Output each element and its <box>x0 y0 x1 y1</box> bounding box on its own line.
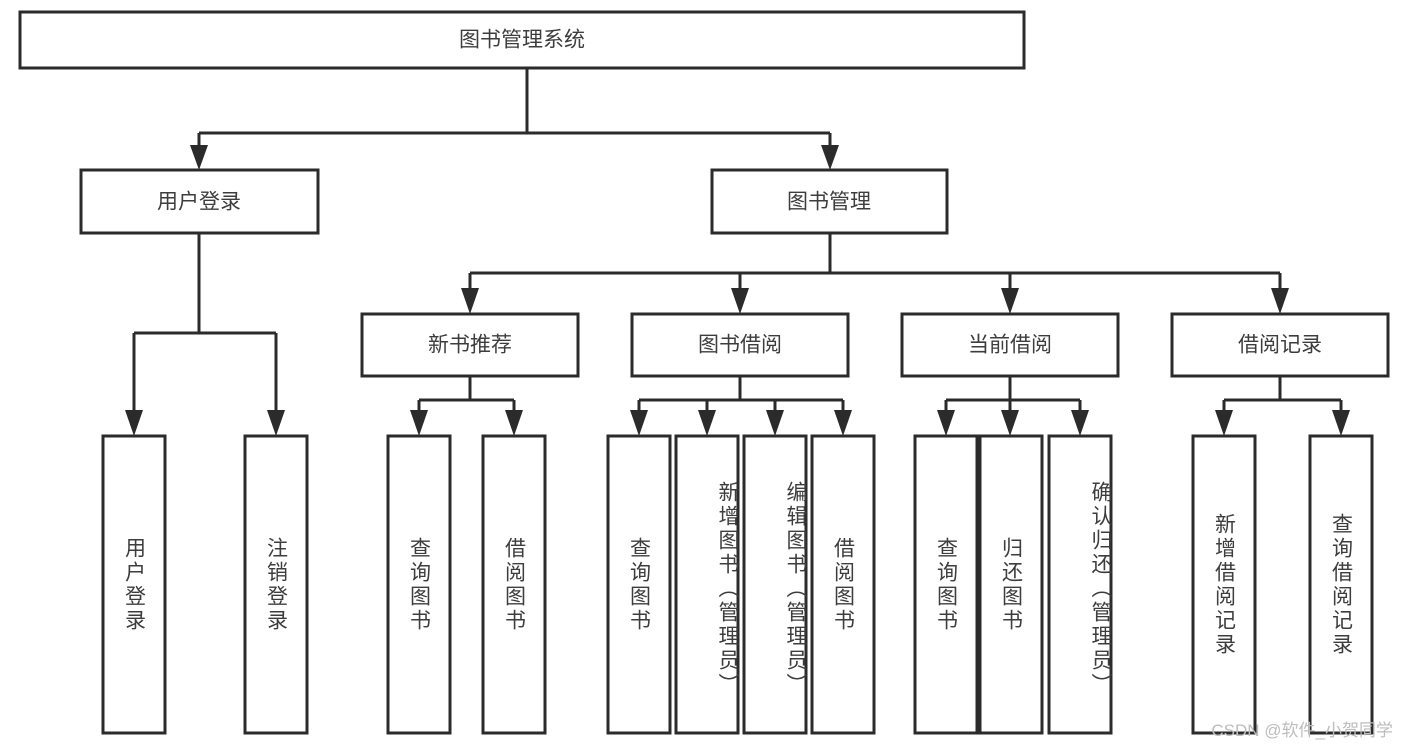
node-leaf-bb-edit-book-box[interactable] <box>742 434 808 735</box>
arrow-userlogin-leaf-2 <box>267 410 285 436</box>
node-leaf-bb-query-book-box[interactable] <box>606 434 672 735</box>
arrow-borrow-leaf-4 <box>834 410 852 436</box>
arrow-bookmanage-to-current <box>1001 288 1019 314</box>
arrow-current-leaf-2 <box>1001 410 1019 436</box>
node-user-login-label: 用户登录 <box>157 191 241 214</box>
node-leaf-user-login-box[interactable] <box>101 434 167 735</box>
arrow-borrow-leaf-1 <box>630 410 648 436</box>
arrow-current-leaf-1 <box>937 410 955 436</box>
node-leaf-logout-box[interactable] <box>243 434 309 735</box>
node-leaf-br-query-record-box[interactable] <box>1308 434 1374 735</box>
node-leaf-bb-borrow-book-box[interactable] <box>810 434 876 735</box>
node-borrow-record-label: 借阅记录 <box>1238 334 1322 357</box>
node-user-login-box[interactable] <box>79 168 320 235</box>
arrow-record-leaf-1 <box>1215 410 1233 436</box>
arrow-root-to-book-manage <box>821 145 839 170</box>
node-new-book-recommend-box[interactable] <box>360 312 580 378</box>
node-leaf-nb-borrow-book-box[interactable] <box>481 434 547 735</box>
node-layer: 图书管理系统 用户登录 图书管理 新书推荐 图书借阅 当前借阅 借阅记录 <box>18 10 1390 735</box>
node-current-borrow-label: 当前借阅 <box>968 334 1052 357</box>
arrow-record-leaf-2 <box>1332 410 1350 436</box>
node-leaf-br-add-record-box[interactable] <box>1191 434 1257 735</box>
connector-layer <box>125 68 1350 436</box>
node-current-borrow-box[interactable] <box>900 312 1120 378</box>
arrow-borrow-leaf-2 <box>698 410 716 436</box>
node-leaf-cb-query-book-box[interactable] <box>913 434 979 735</box>
arrow-root-to-user-login <box>190 145 208 170</box>
node-book-borrow-box[interactable] <box>630 312 850 378</box>
arrow-bookmanage-to-borrow <box>731 288 749 314</box>
node-leaf-nb-query-book-box[interactable] <box>386 434 452 735</box>
node-borrow-record-box[interactable] <box>1170 312 1390 378</box>
arrow-userlogin-leaf-1 <box>125 410 143 436</box>
node-leaf-cb-return-book-box[interactable] <box>978 434 1044 735</box>
node-book-manage-label: 图书管理 <box>787 191 871 214</box>
arrow-newbook-leaf-1 <box>410 410 428 436</box>
node-book-borrow-label: 图书借阅 <box>698 334 782 357</box>
node-leaf-cb-confirm-return-box[interactable] <box>1047 434 1113 735</box>
arrow-newbook-leaf-2 <box>505 410 523 436</box>
arrow-current-leaf-3 <box>1071 410 1089 436</box>
watermark-text: CSDN @软件_小贺同学 <box>1211 721 1393 740</box>
node-book-manage-box[interactable] <box>710 168 949 235</box>
node-root-box[interactable] <box>18 10 1026 70</box>
node-new-book-recommend-label: 新书推荐 <box>428 334 512 357</box>
node-leaf-bb-add-book-box[interactable] <box>674 434 740 735</box>
arrow-bookmanage-to-new-book <box>461 288 479 314</box>
node-root-label: 图书管理系统 <box>459 29 585 52</box>
arrow-bookmanage-to-record <box>1271 288 1289 314</box>
arrow-borrow-leaf-3 <box>766 410 784 436</box>
